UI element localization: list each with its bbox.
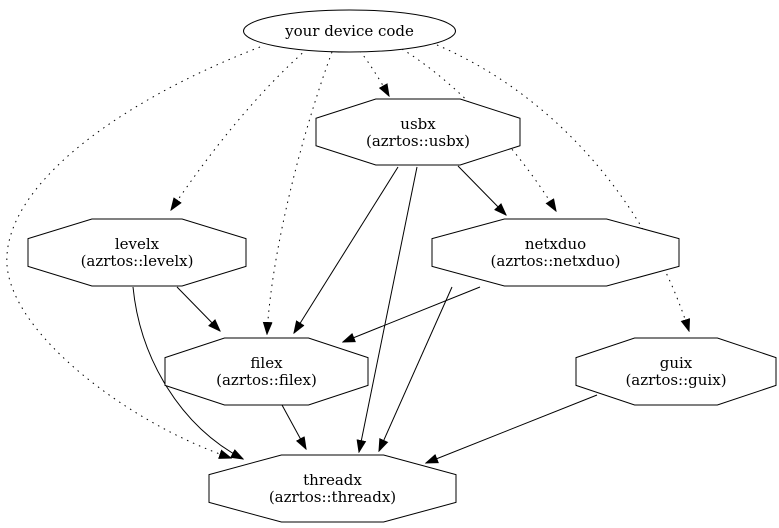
node-usbx: usbx (azrtos::usbx) bbox=[315, 98, 521, 166]
edge-device-filex bbox=[267, 51, 333, 334]
device-label: your device code bbox=[284, 22, 414, 40]
node-threadx: threadx (azrtos::threadx) bbox=[208, 454, 457, 523]
edge-levelx-threadx bbox=[132, 286, 243, 459]
filex-name-label: filex bbox=[250, 354, 283, 372]
node-levelx: levelx (azrtos::levelx) bbox=[27, 218, 247, 287]
threadx-octagon-shape bbox=[208, 454, 457, 523]
edge-netxduo-filex bbox=[343, 286, 481, 342]
levelx-octagon-shape bbox=[27, 218, 247, 287]
usbx-package-label: (azrtos::usbx) bbox=[366, 132, 470, 150]
usbx-name-label: usbx bbox=[400, 115, 436, 133]
guix-package-label: (azrtos::guix) bbox=[625, 371, 726, 389]
node-your-device-code: your device code bbox=[243, 9, 456, 53]
edge-netxduo-threadx bbox=[379, 286, 453, 451]
node-netxduo: netxduo (azrtos::netxduo) bbox=[431, 218, 680, 287]
edge-usbx-threadx bbox=[359, 166, 418, 452]
netxduo-package-label: (azrtos::netxduo) bbox=[491, 252, 621, 270]
filex-octagon-shape bbox=[164, 337, 369, 406]
edge-usbx-filex bbox=[294, 166, 399, 333]
edge-device-guix bbox=[436, 44, 689, 331]
edge-guix-threadx bbox=[426, 394, 598, 463]
edges bbox=[6, 44, 689, 463]
device-ellipse-shape bbox=[243, 9, 456, 53]
edge-device-netxduo bbox=[401, 48, 556, 211]
edge-usbx-netxduo bbox=[457, 165, 506, 215]
guix-octagon-shape bbox=[575, 337, 777, 406]
threadx-name-label: threadx bbox=[303, 471, 362, 489]
usbx-octagon-shape bbox=[315, 98, 521, 166]
levelx-name-label: levelx bbox=[115, 235, 160, 253]
threadx-package-label: (azrtos::threadx) bbox=[269, 488, 396, 506]
edge-device-usbx bbox=[359, 50, 389, 96]
guix-name-label: guix bbox=[660, 354, 693, 372]
edge-device-levelx bbox=[171, 48, 308, 210]
node-guix: guix (azrtos::guix) bbox=[575, 337, 777, 406]
netxduo-octagon-shape bbox=[431, 218, 680, 287]
filex-package-label: (azrtos::filex) bbox=[216, 371, 317, 389]
levelx-package-label: (azrtos::levelx) bbox=[81, 252, 194, 270]
edge-filex-threadx bbox=[281, 404, 306, 449]
edge-levelx-filex bbox=[176, 286, 220, 331]
netxduo-name-label: netxduo bbox=[525, 235, 586, 253]
node-filex: filex (azrtos::filex) bbox=[164, 337, 369, 406]
